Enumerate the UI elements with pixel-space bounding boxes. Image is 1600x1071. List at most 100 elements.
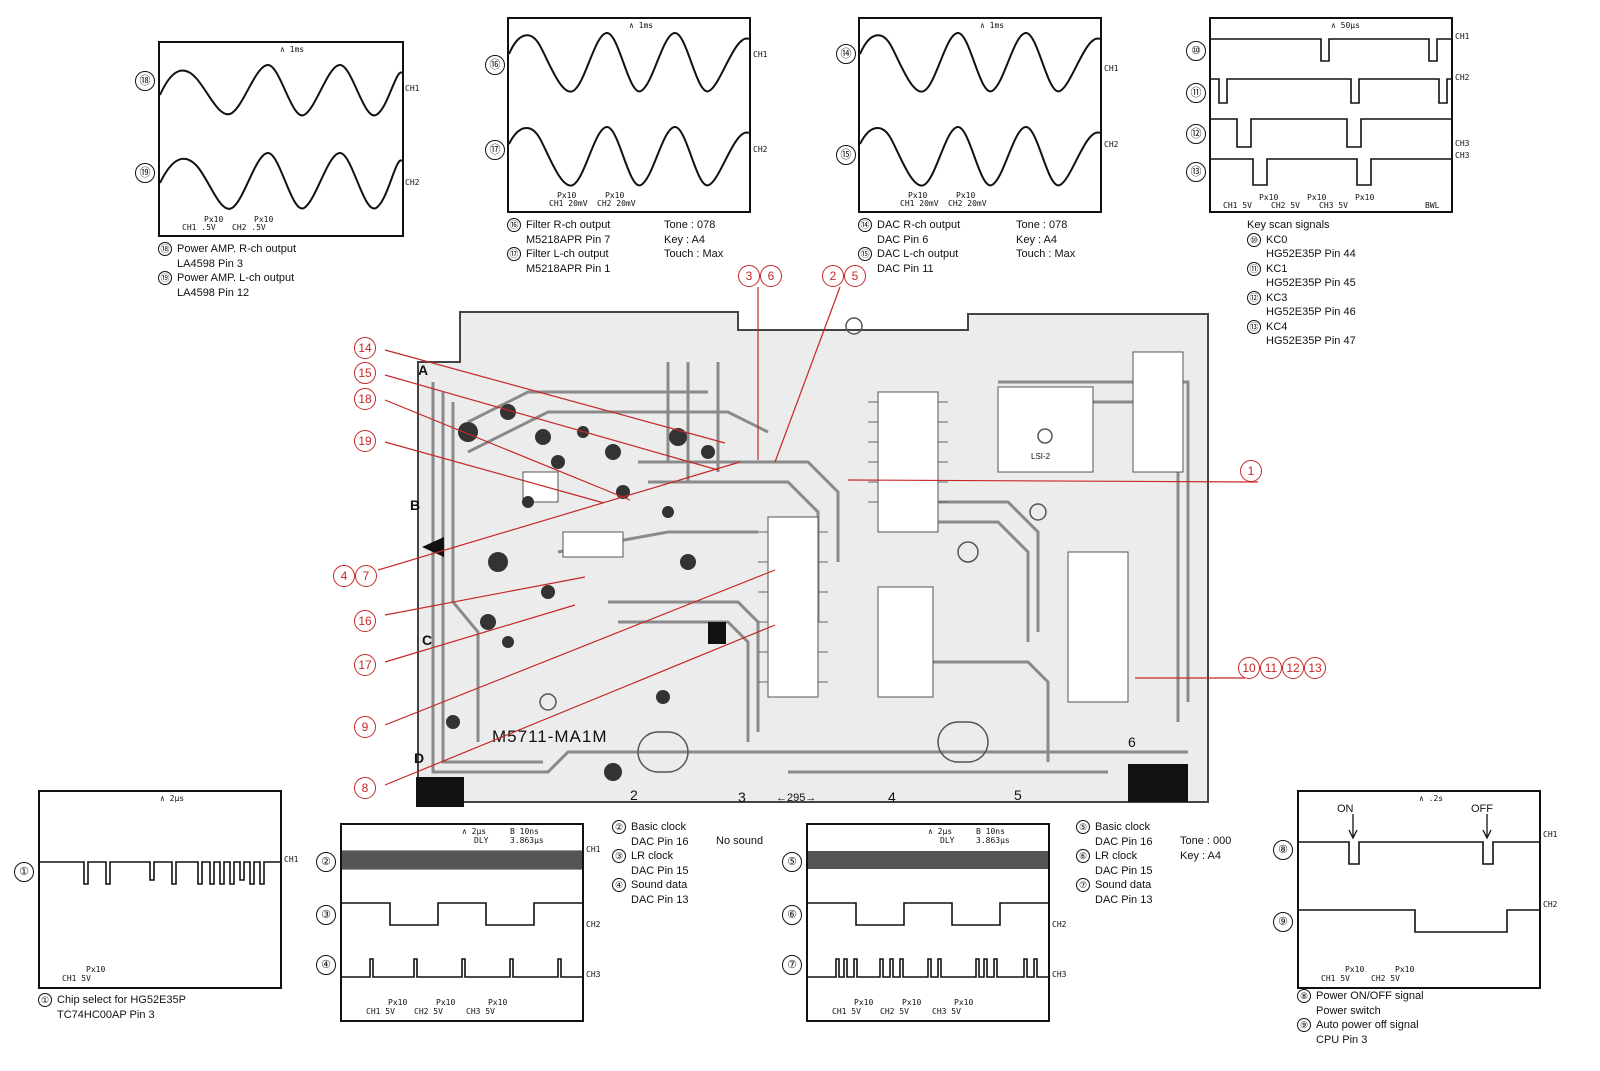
channel-label: CH3 bbox=[586, 970, 601, 979]
channel-label: CH2 bbox=[405, 178, 420, 187]
ch1-setting: CH1 5V bbox=[62, 974, 91, 983]
caption-line: Tone : 000 bbox=[1180, 835, 1232, 847]
caption-line: DAC Pin 13 bbox=[1095, 893, 1153, 906]
ch1-setting: CH1 5V bbox=[1321, 974, 1350, 983]
marker-8: 8 bbox=[354, 777, 376, 799]
time-base: ∧ 2μs bbox=[160, 794, 185, 803]
ch2-setting: CH2 5V bbox=[1271, 201, 1300, 210]
caption-line: DAC Pin 13 bbox=[631, 893, 689, 906]
caption-line: KC3 bbox=[1266, 291, 1288, 304]
ch2-setting: CH2 5V bbox=[1371, 974, 1400, 983]
on-label: ON bbox=[1337, 803, 1354, 815]
marker-11: 11 bbox=[1260, 657, 1282, 679]
caption-number: ④ bbox=[612, 878, 626, 893]
trace-lr-clock bbox=[342, 902, 582, 926]
channel-label: CH2 bbox=[1052, 920, 1067, 929]
caption-line: Touch : Max bbox=[1016, 248, 1076, 260]
caption-line: M5218APR Pin 1 bbox=[526, 262, 611, 275]
channel-label: CH2 bbox=[586, 920, 601, 929]
caption-line: CPU Pin 3 bbox=[1316, 1033, 1368, 1046]
probe-label: Px10 bbox=[854, 998, 874, 1007]
trace-ch2 bbox=[160, 151, 402, 210]
trace-sound-data bbox=[808, 958, 1048, 978]
delay-label: DLY bbox=[940, 836, 955, 845]
caption-dac-settings: Tone : 078 Key : A4 Touch : Max bbox=[1016, 218, 1075, 262]
test-point-number: ⑭ bbox=[836, 44, 856, 64]
caption-number: ⑪ bbox=[1247, 261, 1261, 276]
channel-label: CH1 bbox=[586, 845, 601, 854]
caption-line: KC1 bbox=[1266, 262, 1288, 275]
scope-key-scan: ∧ 50μs Px10 Px10 Px10 CH1 5V CH2 5V CH3 … bbox=[1209, 17, 1453, 213]
board-name: M5711-MA1M bbox=[492, 727, 608, 746]
ch2-setting: CH2 5V bbox=[414, 1007, 443, 1016]
caption-line: Tone : 078 bbox=[1016, 219, 1068, 231]
test-point-number: ⑩ bbox=[1186, 41, 1206, 61]
pcb-board-photo: A B C D M5711-MA1M 2 3 ←295→ 4 5 6 LSI-2 bbox=[408, 302, 1218, 810]
caption-number: ⑭ bbox=[858, 218, 872, 233]
ch1-setting: CH1 .5V bbox=[182, 223, 216, 232]
probe-label: Px10 bbox=[954, 998, 974, 1007]
test-point-number: ⑲ bbox=[135, 163, 155, 183]
marker-15: 15 bbox=[354, 362, 376, 384]
channel-label: CH1 bbox=[1104, 64, 1119, 73]
time-base: ∧ 1ms bbox=[280, 45, 305, 54]
test-point-number: ⑬ bbox=[1186, 162, 1206, 182]
trace-ch1 bbox=[160, 63, 402, 117]
waveform-plot bbox=[1211, 38, 1451, 186]
chip-label: LSI-2 bbox=[1031, 452, 1051, 461]
marker-1: 1 bbox=[1240, 460, 1262, 482]
bandwidth-limit-label: BWL bbox=[1425, 201, 1440, 210]
trace-sound-data bbox=[342, 958, 582, 978]
trace-lr-clock bbox=[808, 902, 1048, 926]
marker-4: 4 bbox=[333, 565, 355, 587]
caption-number: ⑯ bbox=[507, 218, 521, 233]
ch1-setting: CH1 5V bbox=[366, 1007, 395, 1016]
caption-filter-settings: Tone : 078 Key : A4 Touch : Max bbox=[664, 218, 723, 262]
off-arrow bbox=[1482, 814, 1492, 840]
caption-line: LR clock bbox=[631, 850, 674, 862]
connector-label: 4 bbox=[888, 789, 896, 805]
waveform-plot bbox=[509, 31, 749, 187]
scope-dac-output: ∧ 1ms Px10 Px10 CH1 20mV CH2 20mV bbox=[858, 17, 1102, 213]
marker-7: 7 bbox=[355, 565, 377, 587]
waveform-plot bbox=[40, 861, 280, 885]
trace-kc3 bbox=[1211, 118, 1451, 148]
waveform-plot bbox=[860, 31, 1100, 187]
caption-line: Power AMP. R-ch output bbox=[177, 243, 297, 255]
caption-line: DAC Pin 15 bbox=[631, 864, 689, 877]
trace-ch2 bbox=[509, 125, 749, 187]
connector-label: 5 bbox=[1014, 787, 1022, 803]
time-base: ∧ 2μs bbox=[462, 827, 487, 836]
waveform-plot bbox=[160, 63, 402, 210]
delay-value: 3.863μs bbox=[976, 836, 1010, 845]
caption-line: DAC Pin 16 bbox=[1095, 835, 1153, 848]
caption-line: Chip select for HG52E35P bbox=[57, 994, 187, 1006]
caption-number: ⑮ bbox=[858, 247, 872, 262]
channel-label: CH1 bbox=[284, 855, 299, 864]
delay-label: DLY bbox=[474, 836, 489, 845]
time-base: ∧ 2μs bbox=[928, 827, 953, 836]
caption-number: ⑫ bbox=[1247, 290, 1261, 305]
caption-number: ③ bbox=[612, 849, 626, 864]
marker-19: 19 bbox=[354, 430, 376, 452]
ch1-setting: CH1 20mV bbox=[549, 199, 588, 208]
test-point-number: ⑱ bbox=[135, 71, 155, 91]
test-point-number: ② bbox=[316, 852, 336, 872]
waveform-plot bbox=[1299, 814, 1539, 933]
ch1-setting: CH1 5V bbox=[832, 1007, 861, 1016]
caption-line: Sound data bbox=[1095, 879, 1152, 891]
ch1-setting: CH1 5V bbox=[1223, 201, 1252, 210]
test-point-number: ① bbox=[14, 862, 34, 882]
scope-filter: ∧ 1ms Px10 Px10 CH1 20mV CH2 20mV bbox=[507, 17, 751, 213]
delay-value: 3.863μs bbox=[510, 836, 544, 845]
channel-label: CH1 bbox=[753, 50, 768, 59]
probe-label: Px10 bbox=[1259, 193, 1279, 202]
caption-number: ⑩ bbox=[1247, 232, 1261, 247]
probe-label: Px10 bbox=[1307, 193, 1327, 202]
trace-kc4 bbox=[1211, 158, 1451, 186]
